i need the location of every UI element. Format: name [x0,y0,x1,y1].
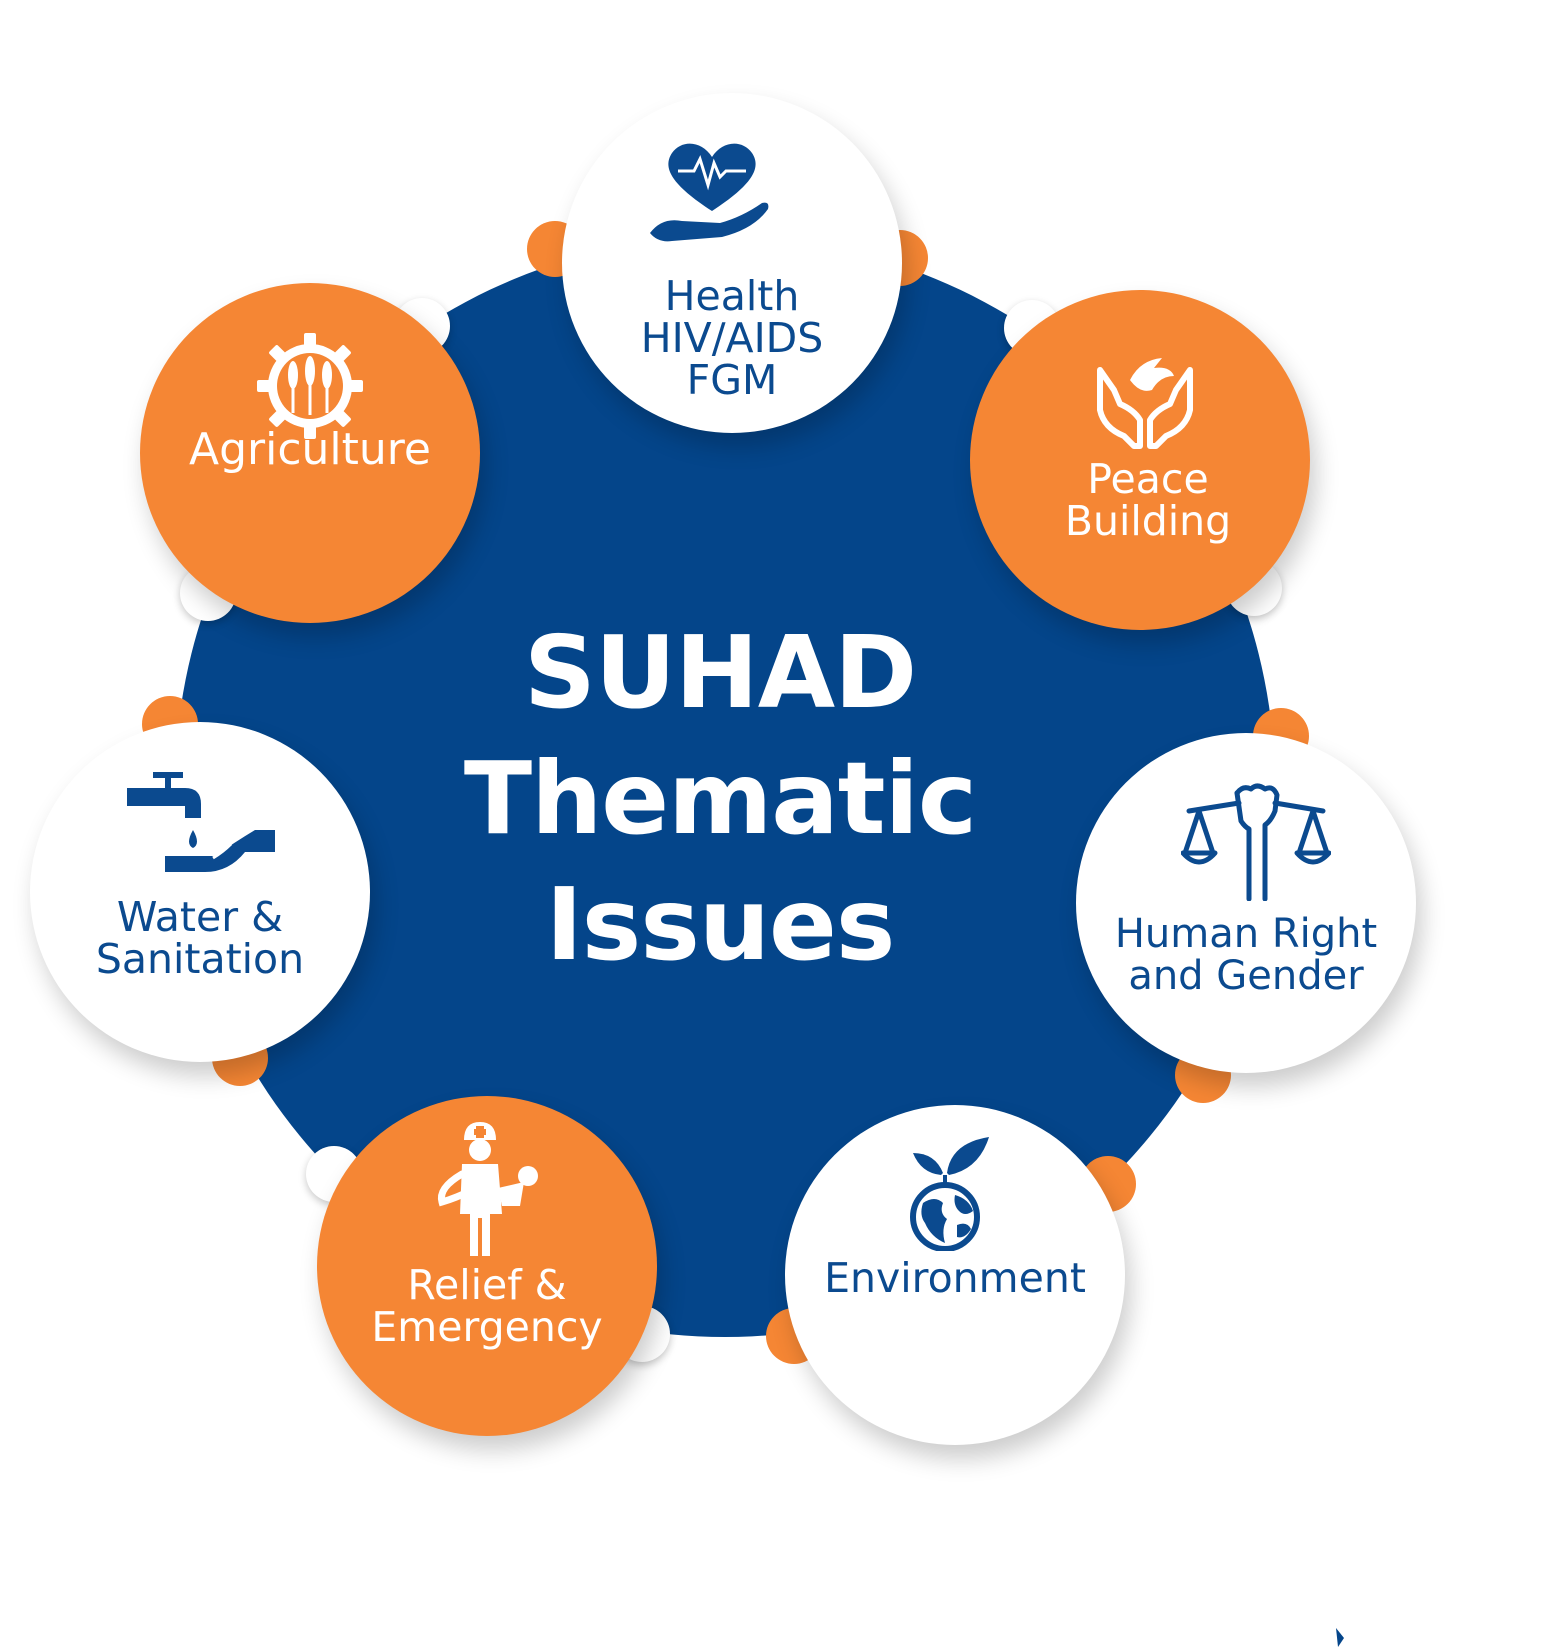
topic-human-right-gender: Human Right and Gender [1076,733,1416,1073]
topic-peace-building: Peace Building [970,290,1310,630]
label-line: Relief & [407,1261,567,1309]
wheat-gear-icon [257,333,363,439]
label-line: Water & [116,893,284,941]
topic-water-sanitation: Water & Sanitation [30,722,370,1062]
topic-environment: Environment [785,1105,1125,1445]
topic-label: Peace Building [978,458,1318,542]
topic-label: Agriculture [140,424,480,475]
topic-relief-emergency: Relief & Emergency [317,1096,657,1436]
title-line: Issues [545,866,896,983]
title-line: Thematic [463,740,977,857]
topic-label: Environment [785,1257,1125,1299]
label-line: Human Right [1114,911,1378,957]
label-line: Agriculture [189,424,431,475]
rescuer-icon [437,1122,538,1256]
label-line: HIV/AIDS [640,314,824,362]
dove-hands-icon [1097,358,1193,449]
globe-leaf-icon [910,1137,989,1251]
topic-agriculture: Agriculture [140,283,480,623]
tap-hand-icon [127,772,275,872]
label-line: Health [664,272,800,320]
label-line: and Gender [1128,953,1364,999]
heart-hand-icon [650,143,769,242]
label-line: Emergency [371,1303,603,1351]
label-line: Environment [824,1254,1086,1302]
title-line: SUHAD [523,614,917,731]
label-line: Sanitation [95,935,305,983]
topic-label: Relief & Emergency [317,1264,657,1348]
label-line: Peace [1087,455,1209,503]
diagram-title: SUHAD Thematic Issues [360,610,1080,988]
topic-label: Water & Sanitation [30,896,370,980]
scales-fist-icon [1181,783,1331,901]
corner-arrow-icon [1336,1628,1344,1647]
topic-health: Health HIV/AIDS FGM [562,93,902,433]
label-line: Building [1064,497,1232,545]
topic-label: Health HIV/AIDS FGM [562,275,902,401]
topic-label: Human Right and Gender [1076,913,1416,997]
label-line: FGM [686,356,778,404]
